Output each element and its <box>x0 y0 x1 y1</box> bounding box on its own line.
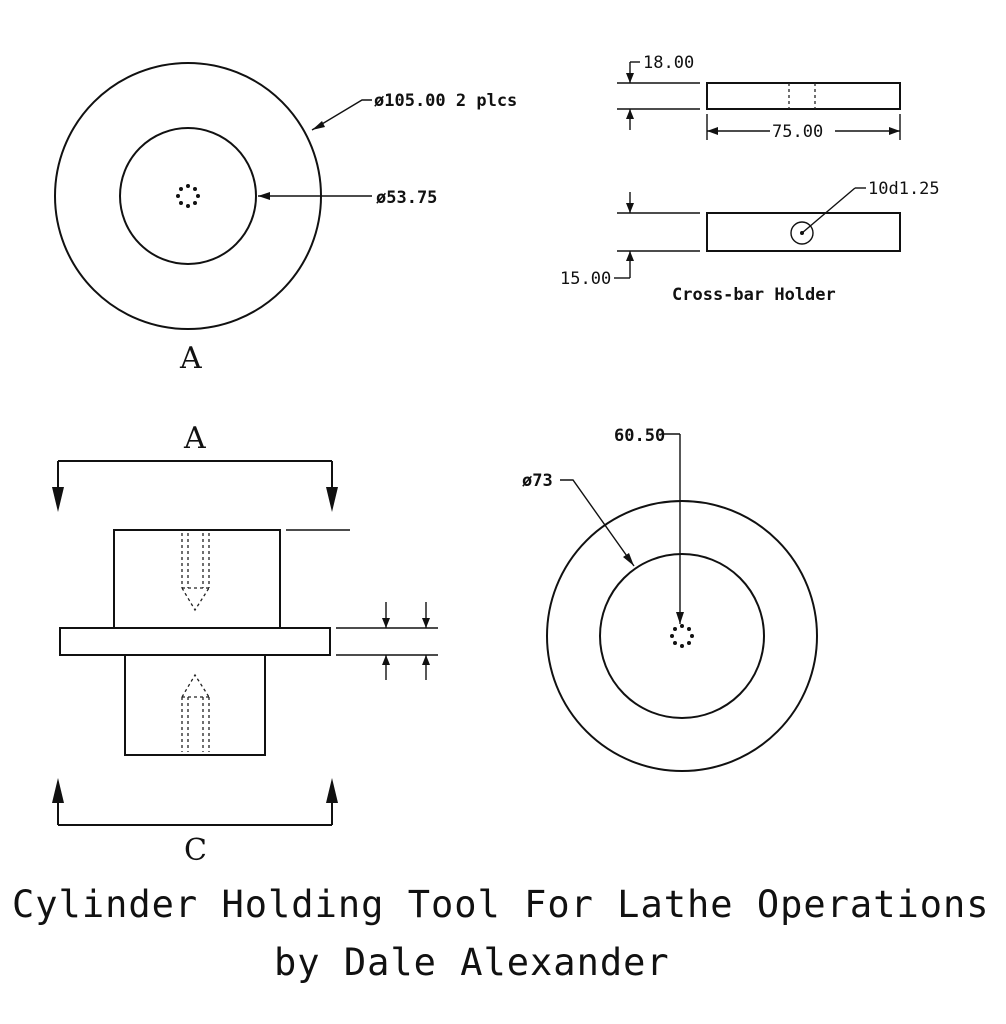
section-arrow-top-left <box>52 487 64 512</box>
lower-block <box>124 654 266 756</box>
crossbar-top-view <box>706 82 901 110</box>
center-hole-pattern <box>176 184 200 208</box>
side-view-bottom-letter: C <box>184 833 207 868</box>
crossbar-hole <box>790 221 814 245</box>
outer-leader-arrow <box>312 121 325 130</box>
crossbar-hole-label: 10d1.25 <box>868 179 940 199</box>
crossbar-front-view <box>706 212 901 252</box>
section-arrow-bottom-left <box>52 778 64 803</box>
view-c-inner-circle <box>599 553 765 719</box>
view-a-letter: A <box>179 341 202 376</box>
crossbar-plate <box>59 627 331 656</box>
view-c-center-hole-pattern <box>670 624 694 648</box>
inner-leader-arrow <box>258 192 270 200</box>
drawing-title: Cylinder Holding Tool For Lathe Operatio… <box>12 883 990 926</box>
view-c: 60.50 ø73 <box>522 426 818 772</box>
crossbar-length-label: 75.00 <box>772 122 823 142</box>
crossbar-height-label: 15.00 <box>560 269 611 289</box>
side-view: A <box>52 421 438 868</box>
section-arrow-top-right <box>326 487 338 512</box>
view-c-center-label: 60.50 <box>614 426 665 446</box>
section-arrow-bottom-right <box>326 778 338 803</box>
drawing-author: by Dale Alexander <box>274 941 670 984</box>
outer-diameter-leader <box>311 99 372 131</box>
outer-diameter-label: ø105.00 2 plcs <box>374 91 517 111</box>
view-c-outer-circle <box>546 500 818 772</box>
side-view-top-letter: A <box>183 421 206 456</box>
crossbar-holder: 18.00 75.00 10d1.25 15.00 Cross-bar Hold… <box>560 53 940 305</box>
inner-disc-circle <box>119 127 257 265</box>
lower-drill-hole <box>181 673 210 752</box>
view-c-diameter-label: ø73 <box>522 471 553 491</box>
crossbar-caption: Cross-bar Holder <box>672 285 836 305</box>
crossbar-thickness-label: 18.00 <box>643 53 694 73</box>
view-a: ø105.00 2 plcs ø53.75 A <box>54 62 517 376</box>
upper-block <box>113 529 281 629</box>
upper-drill-hole <box>181 533 210 612</box>
inner-diameter-label: ø53.75 <box>376 188 437 208</box>
